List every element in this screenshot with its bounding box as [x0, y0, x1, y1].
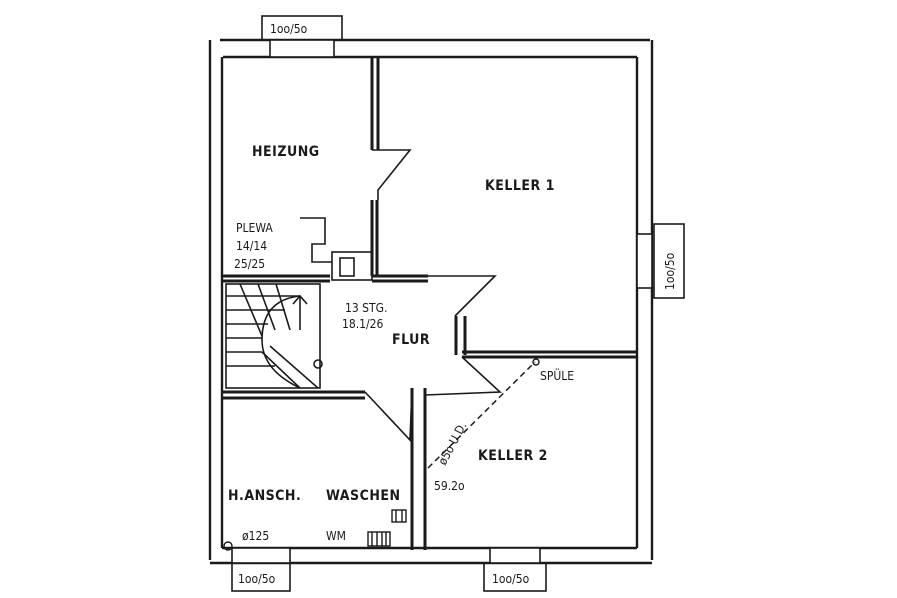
window-right-label: 1oo/5o	[663, 252, 677, 290]
plewa-size-2: 25/25	[234, 257, 265, 271]
window-top-label: 1oo/5o	[270, 22, 308, 36]
plewa-size-1: 14/14	[236, 239, 267, 253]
room-label-keller1: KELLER 1	[485, 178, 555, 194]
window-bottom-right: 1oo/5o	[483, 547, 547, 592]
window-bottom-right-label: 1oo/5o	[492, 572, 530, 586]
pipe-diameter-label: ø5o U.D.	[435, 420, 469, 468]
sink-tap	[391, 509, 407, 523]
wm-label: WM	[326, 529, 346, 543]
outer-walls	[208, 38, 654, 565]
height-mark: 59.2o	[434, 479, 465, 493]
plewa-label: PLEWA	[236, 221, 273, 235]
room-label-flur: FLUR	[392, 332, 430, 348]
room-label-keller2: KELLER 2	[478, 448, 548, 464]
window-bottom-left: 1oo/5o	[231, 547, 291, 592]
window-right: 1oo/5o	[636, 223, 685, 299]
drain-pipe	[223, 358, 540, 551]
spuele-label: SPÜLE	[540, 367, 574, 383]
washing-machine	[367, 531, 391, 547]
diameter-125-label: ø125	[242, 529, 269, 543]
stairs-ratio: 18.1/26	[342, 317, 384, 331]
chimney	[300, 217, 373, 281]
window-top: 1oo/5o	[261, 15, 343, 58]
room-label-hansch: H.ANSCH.	[228, 488, 301, 504]
interior-walls	[222, 57, 637, 550]
staircase	[225, 283, 323, 389]
door-swings	[364, 149, 502, 442]
room-label-waschen: WASCHEN	[326, 488, 401, 504]
stairs-count: 13 STG.	[345, 301, 387, 315]
window-bottom-left-label: 1oo/5o	[238, 572, 276, 586]
room-label-heizung: HEIZUNG	[252, 144, 320, 160]
